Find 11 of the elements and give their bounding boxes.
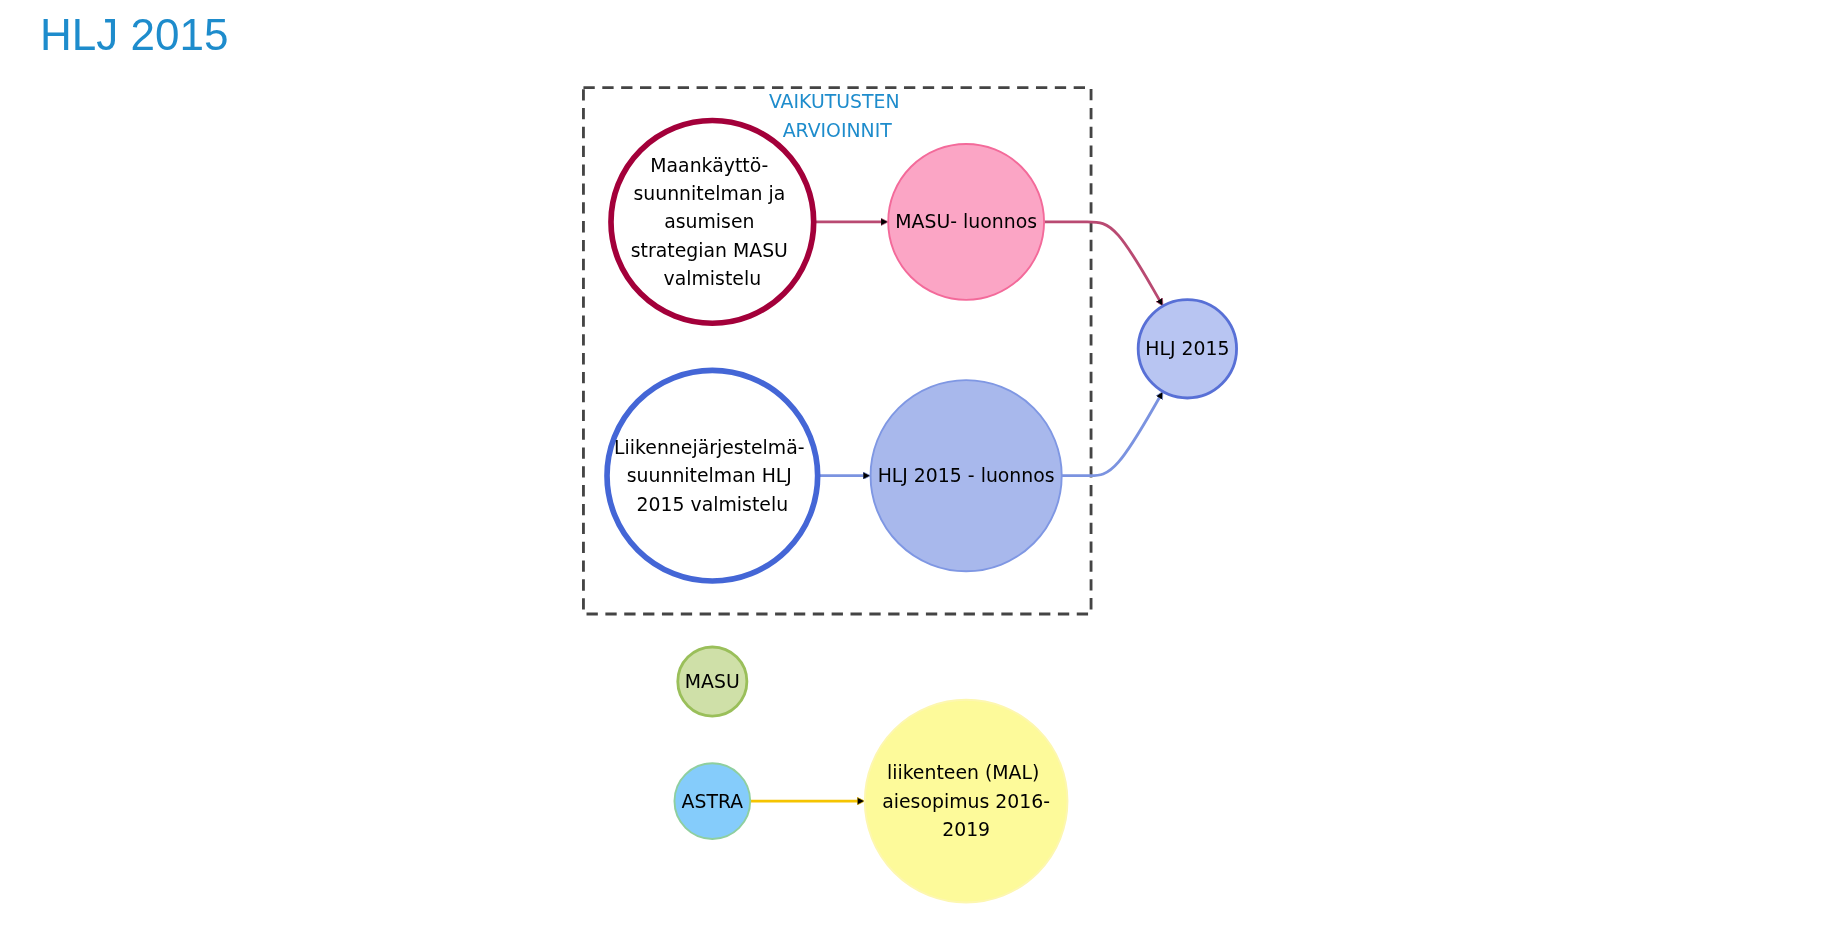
node-circle: MASU- luonnos <box>887 143 1045 301</box>
node-circle: Liikennejärjestelmä- suunnitelman HLJ 2015 valmistelu <box>604 367 821 584</box>
arrow <box>1061 391 1164 478</box>
node-circle: MASU <box>676 645 749 718</box>
node-circle: liikenteen (MAL) aiesopimus 2016-2019 <box>863 698 1069 904</box>
node-circle: HLJ 2015 <box>1136 298 1238 400</box>
arrow <box>1044 220 1164 307</box>
title: HLJ 2015 <box>40 10 229 60</box>
node-circle: ASTRA <box>673 762 752 840</box>
node-circle: HLJ 2015 - luonnos <box>869 379 1063 573</box>
arrow <box>750 796 866 806</box>
